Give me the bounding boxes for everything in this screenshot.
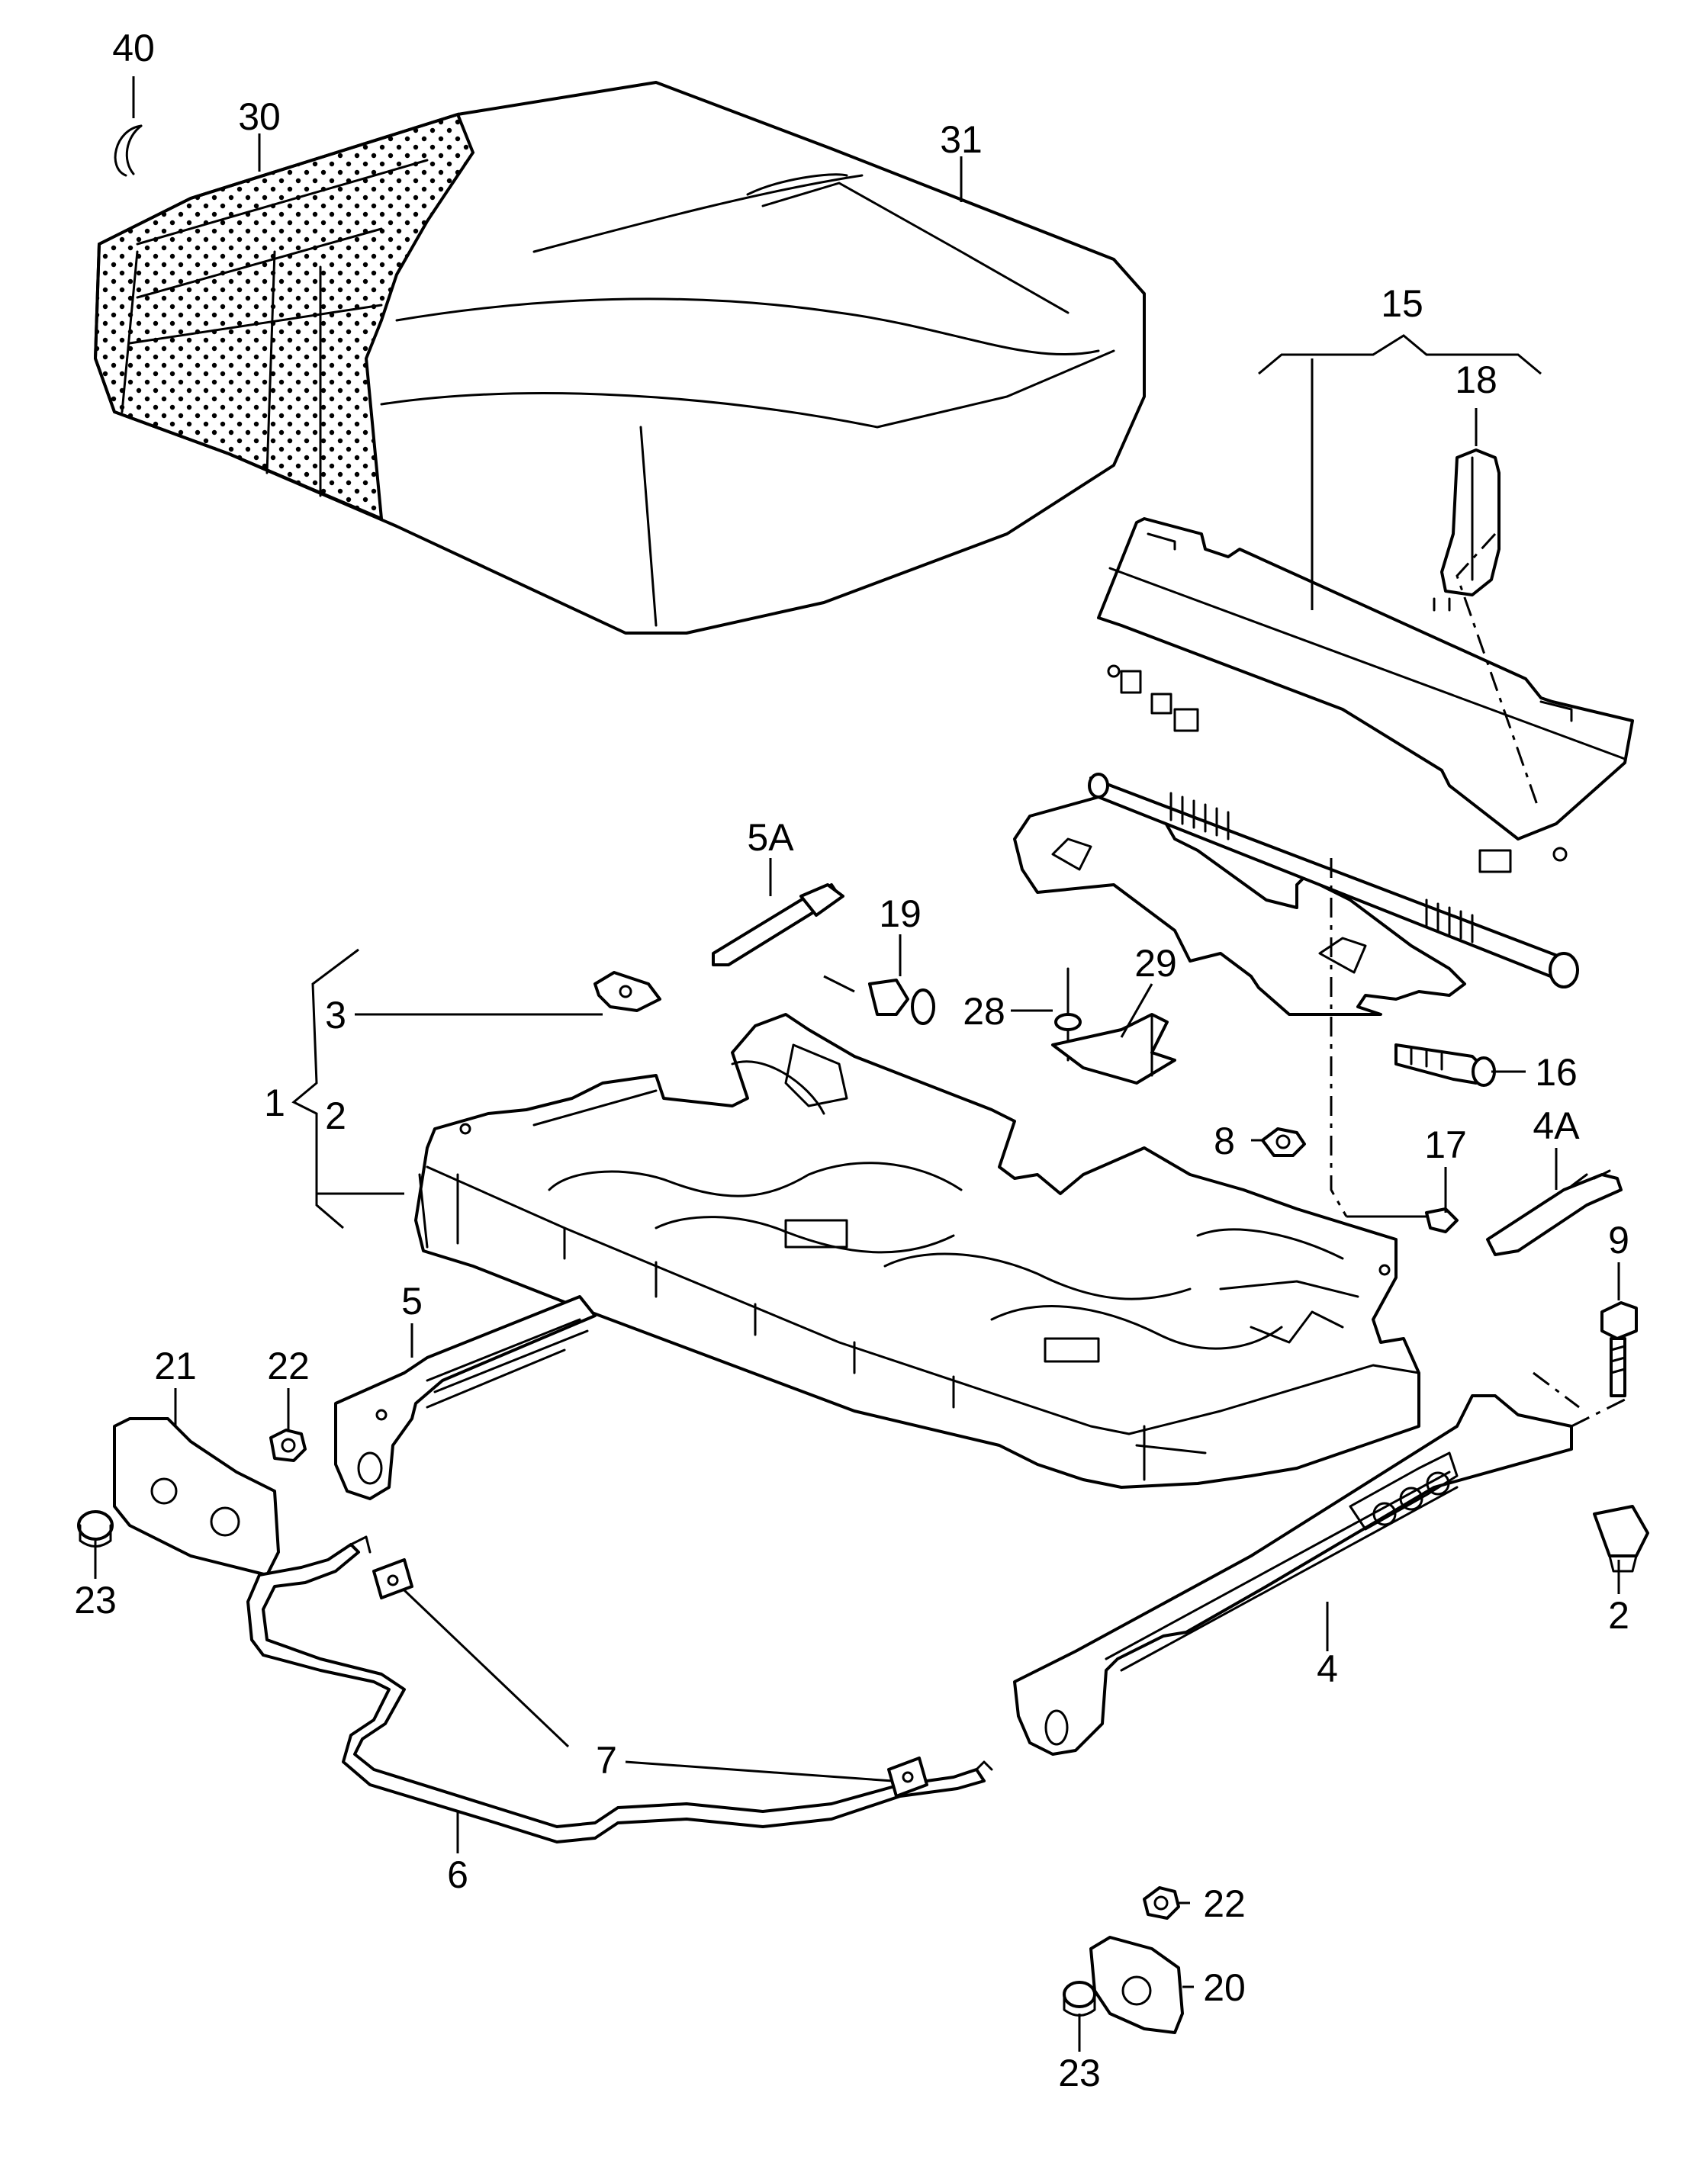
bracket-4a	[1486, 1169, 1623, 1256]
callout-31: 31	[940, 118, 983, 161]
pad-7-left	[372, 1558, 413, 1599]
cover-29	[1051, 1013, 1176, 1085]
callout-16: 16	[1535, 1051, 1578, 1094]
nut-8	[1261, 1127, 1306, 1157]
plug-23-bottom	[1063, 1981, 1096, 2017]
callout-19: 19	[879, 892, 922, 935]
callout-23-left: 23	[74, 1579, 117, 1622]
left-rail	[334, 1295, 597, 1500]
callout-21: 21	[154, 1345, 197, 1387]
callout-2-right: 2	[1608, 1594, 1629, 1637]
callout-8: 8	[1214, 1120, 1235, 1162]
seat-cushion-cover	[93, 81, 1146, 635]
nut-22-left	[269, 1429, 307, 1462]
grommet-2	[1593, 1505, 1649, 1573]
callout-23-bottom: 23	[1058, 2052, 1101, 2094]
callout-5: 5	[401, 1280, 423, 1323]
callout-30: 30	[238, 95, 281, 138]
nut-22-bottom	[1143, 1886, 1180, 1920]
right-rail	[1013, 1394, 1573, 1756]
callout-4: 4	[1317, 1647, 1338, 1690]
bolt-9	[1600, 1301, 1638, 1397]
seat-frame-pan	[414, 1013, 1420, 1489]
clip-part	[114, 124, 143, 177]
callout-7: 7	[596, 1739, 617, 1782]
cover-20	[1089, 1936, 1184, 2034]
callout-22-bottom: 22	[1203, 1882, 1246, 1925]
callout-40: 40	[112, 27, 155, 69]
tension-rod	[246, 1535, 993, 1843]
pad-7-right	[887, 1757, 928, 1798]
callout-20: 20	[1203, 1966, 1246, 2009]
bracket-5a	[712, 883, 844, 966]
clip-3	[593, 971, 661, 1012]
callout-18: 18	[1455, 358, 1497, 401]
callout-2-bracket: 2	[325, 1094, 346, 1137]
cover-21	[113, 1417, 280, 1577]
clip-17	[1425, 1207, 1459, 1233]
callout-labels: 40 30 31 15 18 5A 19 29 28 16 3 1 2 8 17…	[74, 27, 1629, 2094]
callout-22-left: 22	[267, 1345, 310, 1387]
bolt-16	[1394, 1043, 1496, 1087]
callout-17: 17	[1424, 1123, 1467, 1166]
callout-1: 1	[264, 1082, 285, 1124]
callout-5a: 5A	[747, 816, 794, 859]
rivet-19	[868, 979, 935, 1025]
seat-tube-assembly	[1013, 773, 1579, 1016]
rear-panel	[1097, 517, 1634, 873]
callout-28: 28	[963, 990, 1005, 1033]
callout-9: 9	[1608, 1219, 1629, 1262]
release-handle	[1433, 448, 1501, 612]
callout-4a: 4A	[1533, 1104, 1580, 1147]
leader-lines	[94, 76, 1626, 2052]
callout-3: 3	[325, 994, 346, 1037]
callout-29: 29	[1134, 942, 1177, 985]
callout-15: 15	[1381, 282, 1423, 325]
callout-6: 6	[447, 1853, 468, 1896]
